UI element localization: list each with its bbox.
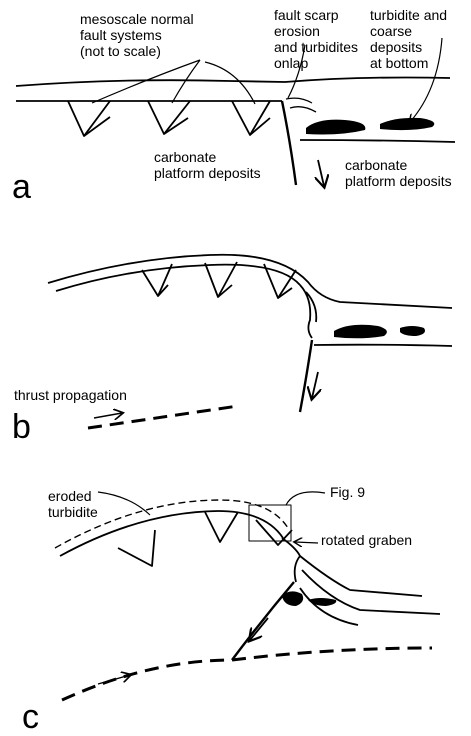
panel-a-fault-block-3 bbox=[232, 101, 270, 135]
panel-a-label-carbonate-left: carbonate platform deposits bbox=[154, 149, 261, 181]
panel-a-basin-surface bbox=[300, 140, 455, 142]
panel-b-main-fault bbox=[300, 340, 312, 412]
panel-b-fault-block-2 bbox=[205, 262, 237, 297]
panel-b-fault-block-3-plane bbox=[278, 288, 292, 298]
panel-c-fault-block-1 bbox=[118, 530, 155, 566]
panel-c-rotated-graben bbox=[282, 538, 300, 582]
panel-b-label-thrust: thrust propagation bbox=[14, 387, 127, 403]
panel-a-fault-block-1 bbox=[68, 101, 110, 136]
panel-c-thrust-arrow bbox=[98, 675, 130, 684]
panel-c bbox=[55, 492, 440, 700]
panel-a-fault-block-2-plane bbox=[164, 118, 188, 134]
panel-a-top-surface bbox=[16, 78, 450, 87]
panel-c-thrust-dashed bbox=[62, 648, 432, 700]
panel-c-slip-arrow bbox=[250, 618, 268, 640]
panel-c-basin-fill bbox=[300, 556, 440, 625]
panel-a-scarp-onlap bbox=[286, 98, 316, 112]
panel-b-letter: b bbox=[12, 410, 31, 444]
panel-b-top-surface bbox=[48, 255, 452, 308]
panel-c-fault-block-2 bbox=[205, 512, 238, 542]
panel-b-turbidite-lenses bbox=[334, 325, 425, 339]
panel-a-fault-block-2 bbox=[148, 101, 190, 134]
panel-a-label-mesoscale: mesoscale normal fault systems (not to s… bbox=[80, 11, 194, 59]
panel-a-label-scarp: fault scarp erosion and turbidites onlap bbox=[274, 7, 358, 71]
panel-c-label-fig9: Fig. 9 bbox=[330, 484, 365, 500]
panel-a-main-fault bbox=[282, 101, 296, 185]
panel-b-platform-surface bbox=[56, 265, 300, 291]
panel-b-basin-surface bbox=[314, 345, 452, 346]
panel-a-fault-block-3-plane bbox=[250, 118, 270, 135]
panel-a-label-carbonate-right: carbonate platform deposits bbox=[345, 157, 452, 189]
panel-b-slip-arrow bbox=[312, 372, 318, 398]
panel-c-main-fault bbox=[232, 582, 294, 660]
panel-a-letter: a bbox=[12, 170, 31, 204]
panel-a-turbidite-lenses bbox=[306, 118, 434, 135]
panel-c-letter: c bbox=[22, 700, 39, 734]
panel-b-thrust-dashed bbox=[88, 406, 238, 428]
panel-c-label-eroded: eroded turbidite bbox=[48, 488, 98, 520]
panel-a-label-turbidite: turbidite and coarse deposits at bottom bbox=[370, 7, 447, 71]
panel-a-slip-arrow bbox=[318, 160, 324, 186]
panel-b-scarp-deposits bbox=[300, 285, 316, 338]
panel-b-thrust-arrow bbox=[94, 413, 122, 418]
panel-c-label-graben: rotated graben bbox=[321, 532, 412, 548]
panel-b-fault-block-2-plane bbox=[218, 285, 232, 297]
